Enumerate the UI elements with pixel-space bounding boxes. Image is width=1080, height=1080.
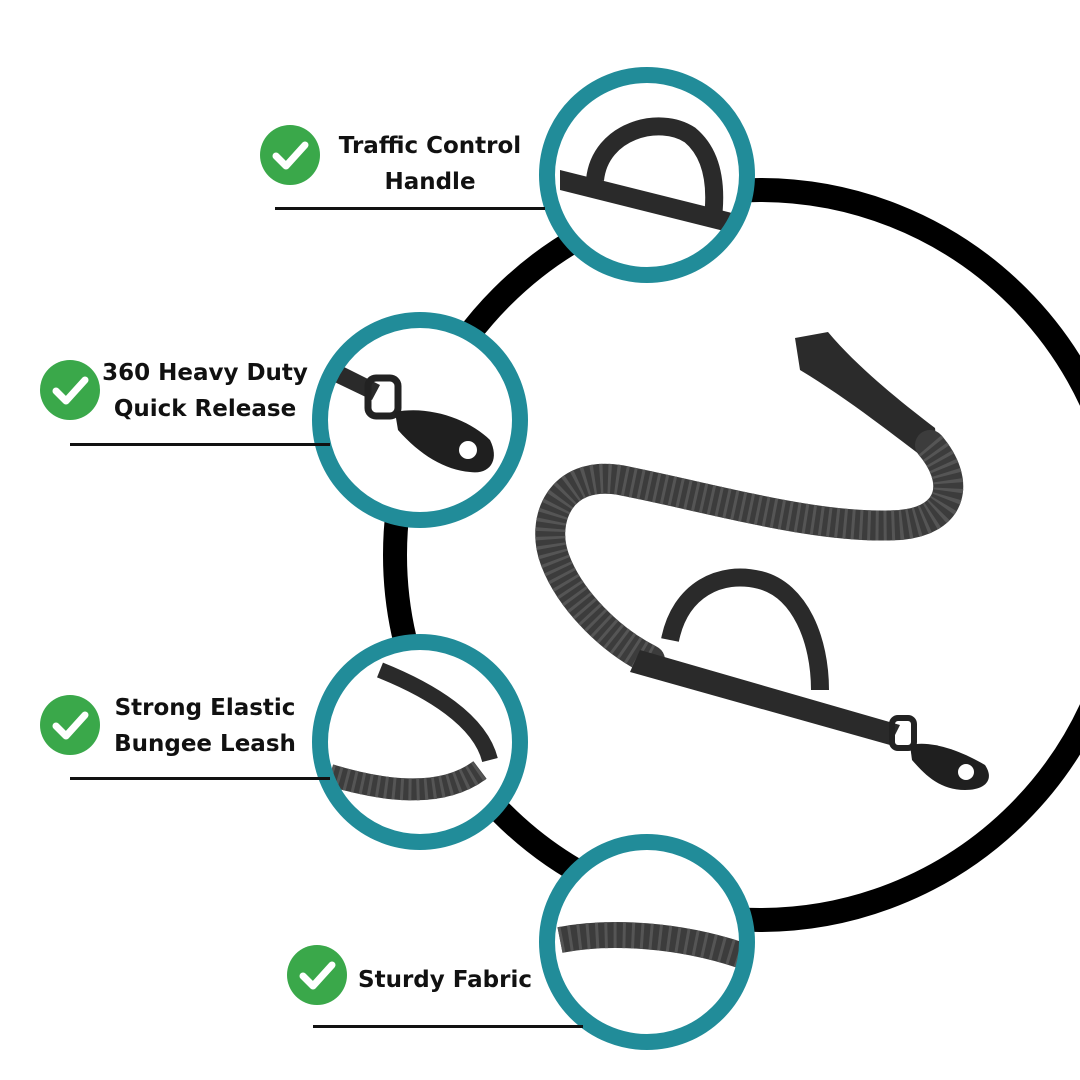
feature-line1: Sturdy Fabric bbox=[358, 967, 532, 993]
feature-line2: Handle bbox=[384, 169, 476, 195]
check-icon bbox=[287, 945, 347, 1005]
feature-line1: Traffic Control bbox=[338, 133, 522, 159]
check-icon bbox=[260, 125, 320, 185]
feature-line1: Strong Elastic bbox=[114, 695, 296, 721]
feature-label-traffic-control-handle: Traffic Control Handle bbox=[320, 128, 540, 200]
feature-label-bungee-leash: Strong Elastic Bungee Leash bbox=[100, 690, 310, 762]
check-icon bbox=[40, 695, 100, 755]
divider-line bbox=[275, 207, 545, 210]
divider-line bbox=[70, 443, 330, 446]
feature-label-sturdy-fabric: Sturdy Fabric bbox=[350, 962, 540, 998]
feature-line2: Bungee Leash bbox=[114, 731, 296, 757]
divider-line bbox=[70, 777, 330, 780]
feature-line2: Quick Release bbox=[113, 396, 297, 422]
bungee-icon bbox=[326, 662, 498, 801]
leash-handle-icon bbox=[560, 117, 740, 235]
feature-line1: 360 Heavy Duty bbox=[102, 360, 308, 386]
check-icon bbox=[40, 360, 100, 420]
fabric-icon bbox=[557, 922, 742, 968]
feature-label-quick-release: 360 Heavy Duty Quick Release bbox=[100, 355, 310, 427]
divider-line bbox=[313, 1025, 583, 1028]
